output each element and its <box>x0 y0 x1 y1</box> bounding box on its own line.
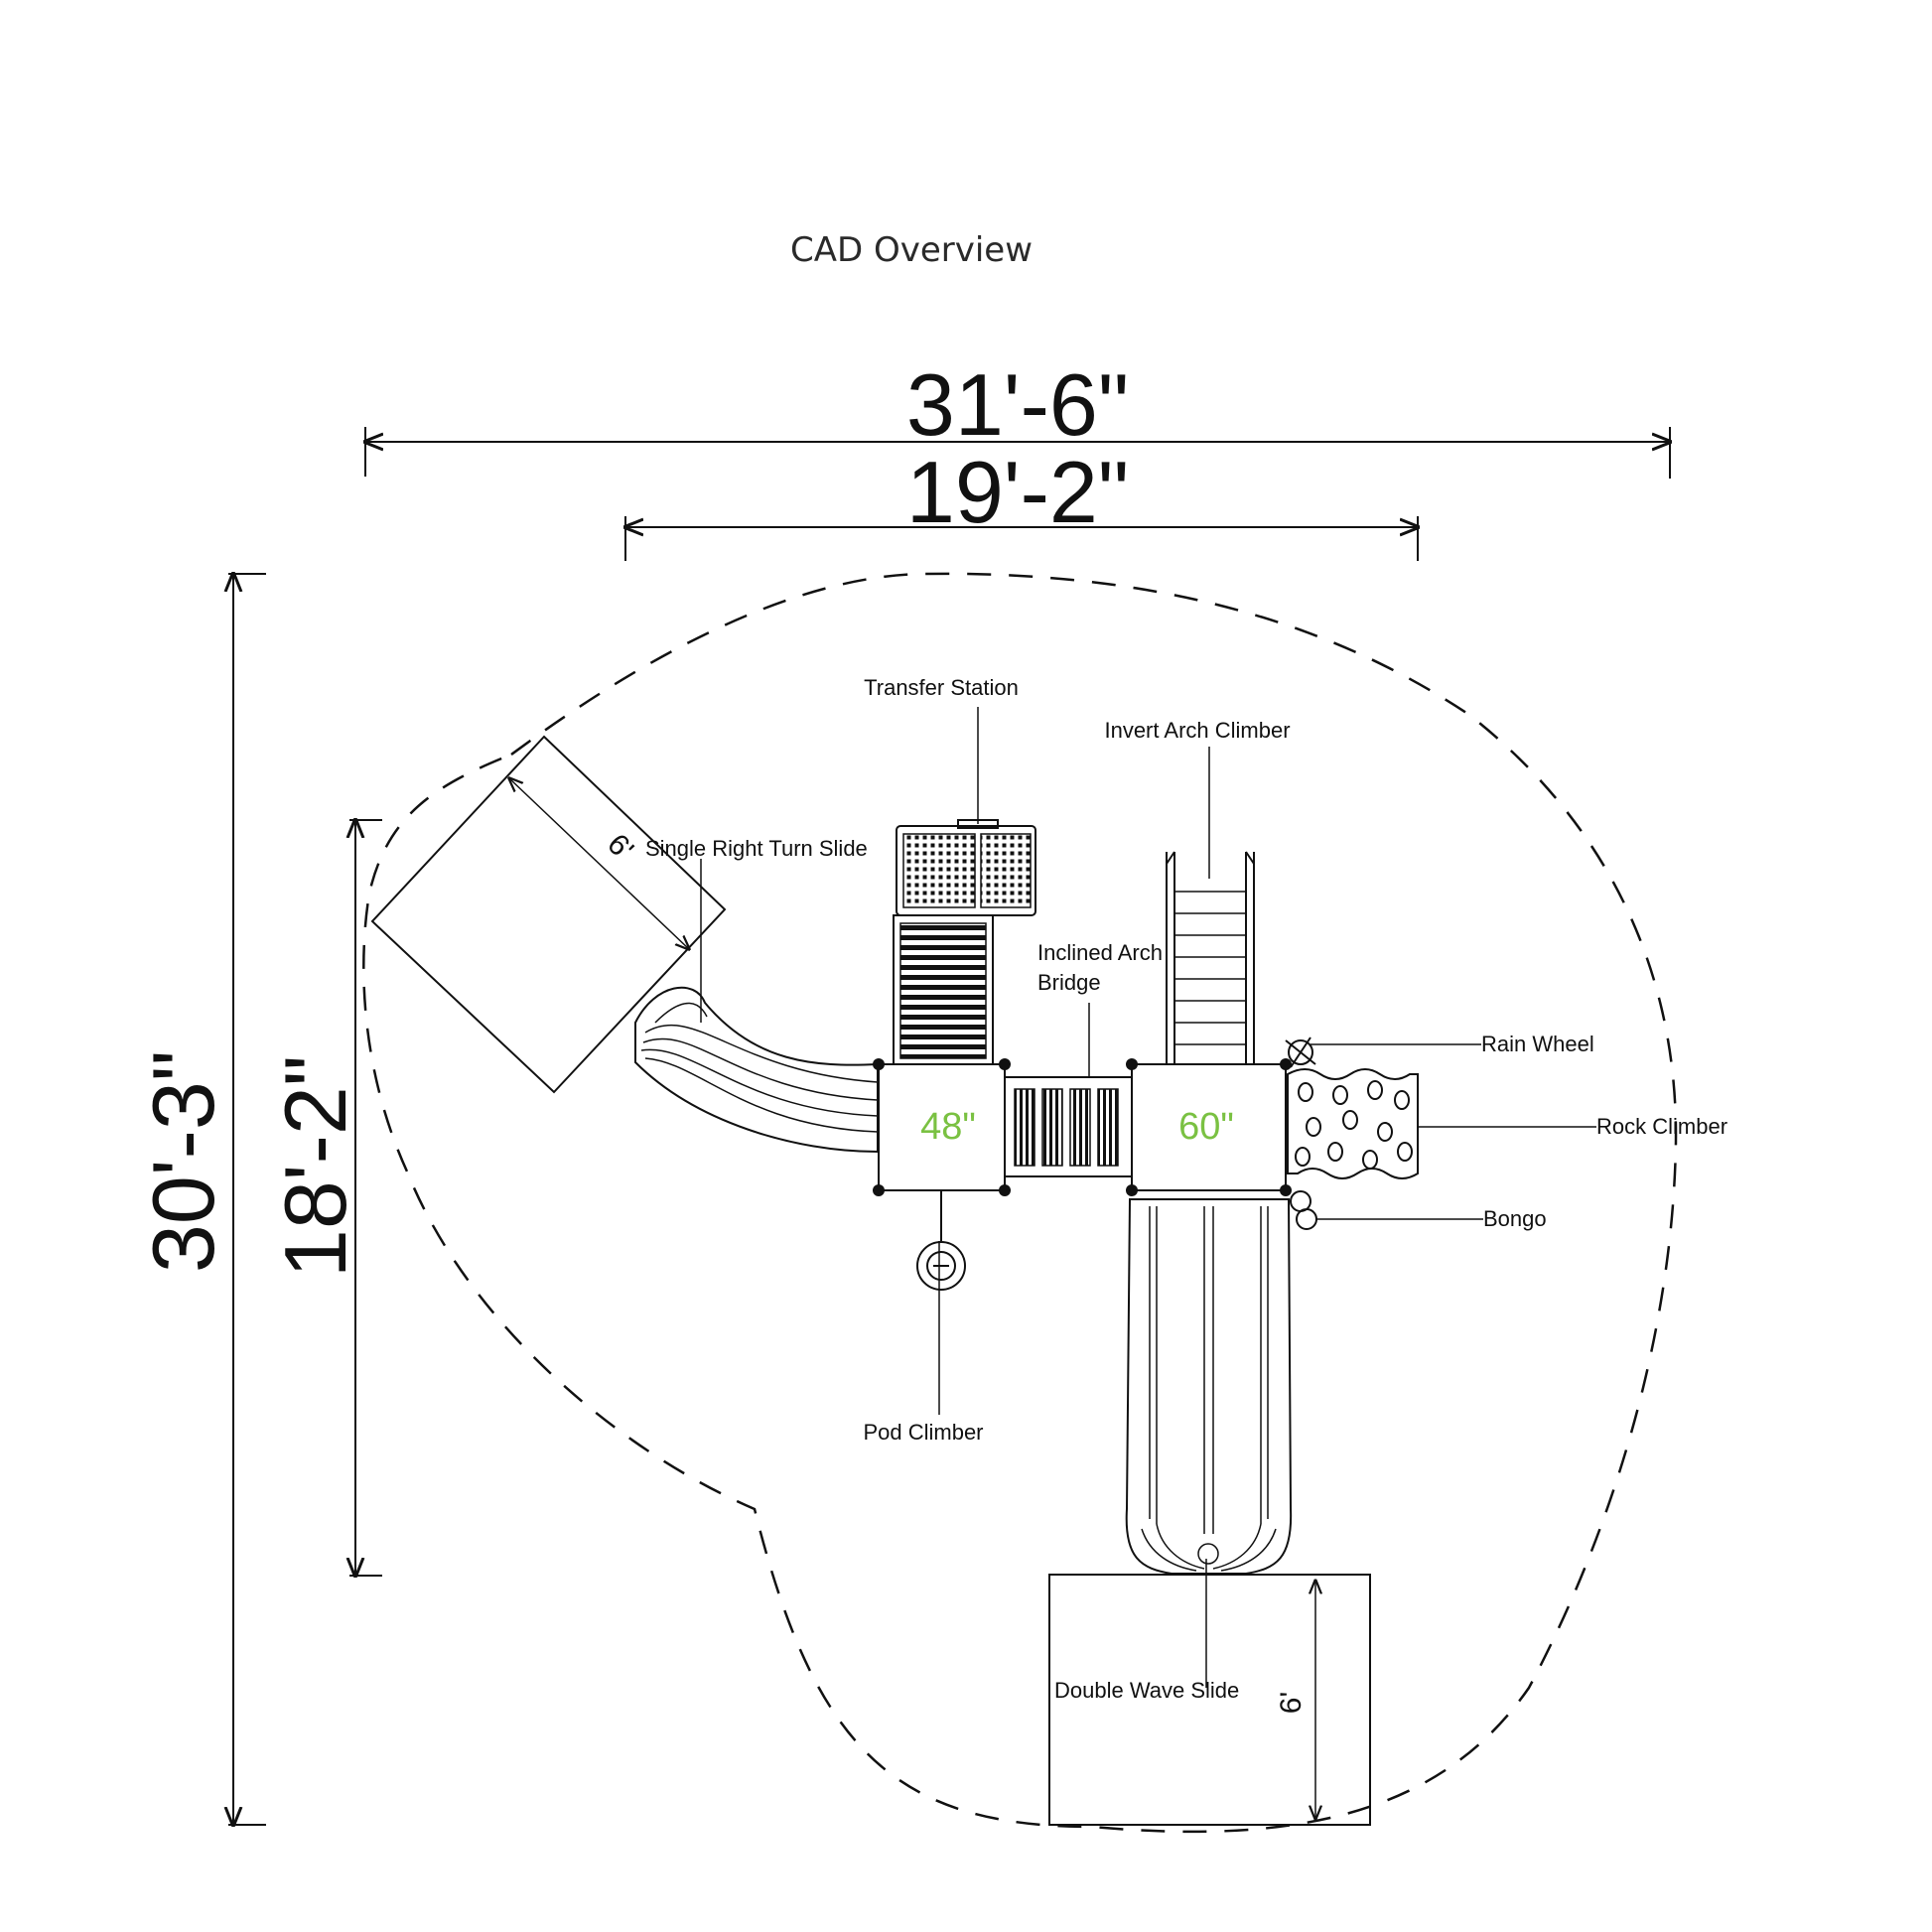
structure-width-label: 19'-2" <box>906 443 1129 541</box>
deck-48: 48" <box>873 1058 1011 1196</box>
deck-60-label: 60" <box>1178 1106 1234 1148</box>
pod-climber <box>916 1190 966 1291</box>
overall-width-label: 31'-6" <box>906 355 1129 454</box>
overall-depth-dimension: 30'-3" <box>134 574 266 1825</box>
deck-60: 60" <box>1126 1058 1292 1196</box>
safety-zone-outline <box>362 572 1678 1834</box>
single-right-turn-slide <box>634 986 879 1154</box>
rain-wheel <box>1285 1036 1316 1068</box>
rock-climber <box>1287 1068 1419 1179</box>
invert-arch-climber-label: Invert Arch Climber <box>1104 718 1290 743</box>
pod-climber-label: Pod Climber <box>863 1420 983 1445</box>
leader-lines <box>700 707 1596 1688</box>
invert-arch-climber <box>1166 851 1255 1064</box>
inclined-arch-bridge-label-2: Bridge <box>1037 970 1101 995</box>
deck-48-label: 48" <box>920 1106 976 1148</box>
single-slide-zone-label: 6' <box>601 828 639 867</box>
rock-climber-label: Rock Climber <box>1596 1114 1727 1139</box>
structure-depth-dimension: 18'-2" <box>266 820 382 1576</box>
inclined-arch-bridge-label-1: Inclined Arch <box>1037 940 1163 965</box>
single-right-turn-slide-label: Single Right Turn Slide <box>645 836 868 861</box>
bongo <box>1290 1190 1317 1230</box>
double-slide-zone-label: 6' <box>1275 1692 1308 1714</box>
inclined-arch-bridge <box>1004 1076 1133 1177</box>
transfer-station-label: Transfer Station <box>864 675 1019 700</box>
double-wave-slide-label: Double Wave Slide <box>1054 1678 1239 1703</box>
structure-depth-label: 18'-2" <box>266 1055 364 1278</box>
overall-width-dimension: 31'-6" <box>365 355 1670 479</box>
double-wave-slide <box>1125 1198 1293 1575</box>
rain-wheel-label: Rain Wheel <box>1481 1032 1594 1056</box>
transfer-station <box>893 819 1036 1065</box>
single-slide-use-zone: 6' <box>370 735 727 1094</box>
structure-width-dimension: 19'-2" <box>625 443 1418 561</box>
overall-depth-label: 30'-3" <box>134 1050 232 1273</box>
bongo-label: Bongo <box>1483 1206 1547 1231</box>
double-slide-use-zone: 6' <box>1048 1574 1371 1826</box>
page-title: CAD Overview <box>790 230 1033 270</box>
